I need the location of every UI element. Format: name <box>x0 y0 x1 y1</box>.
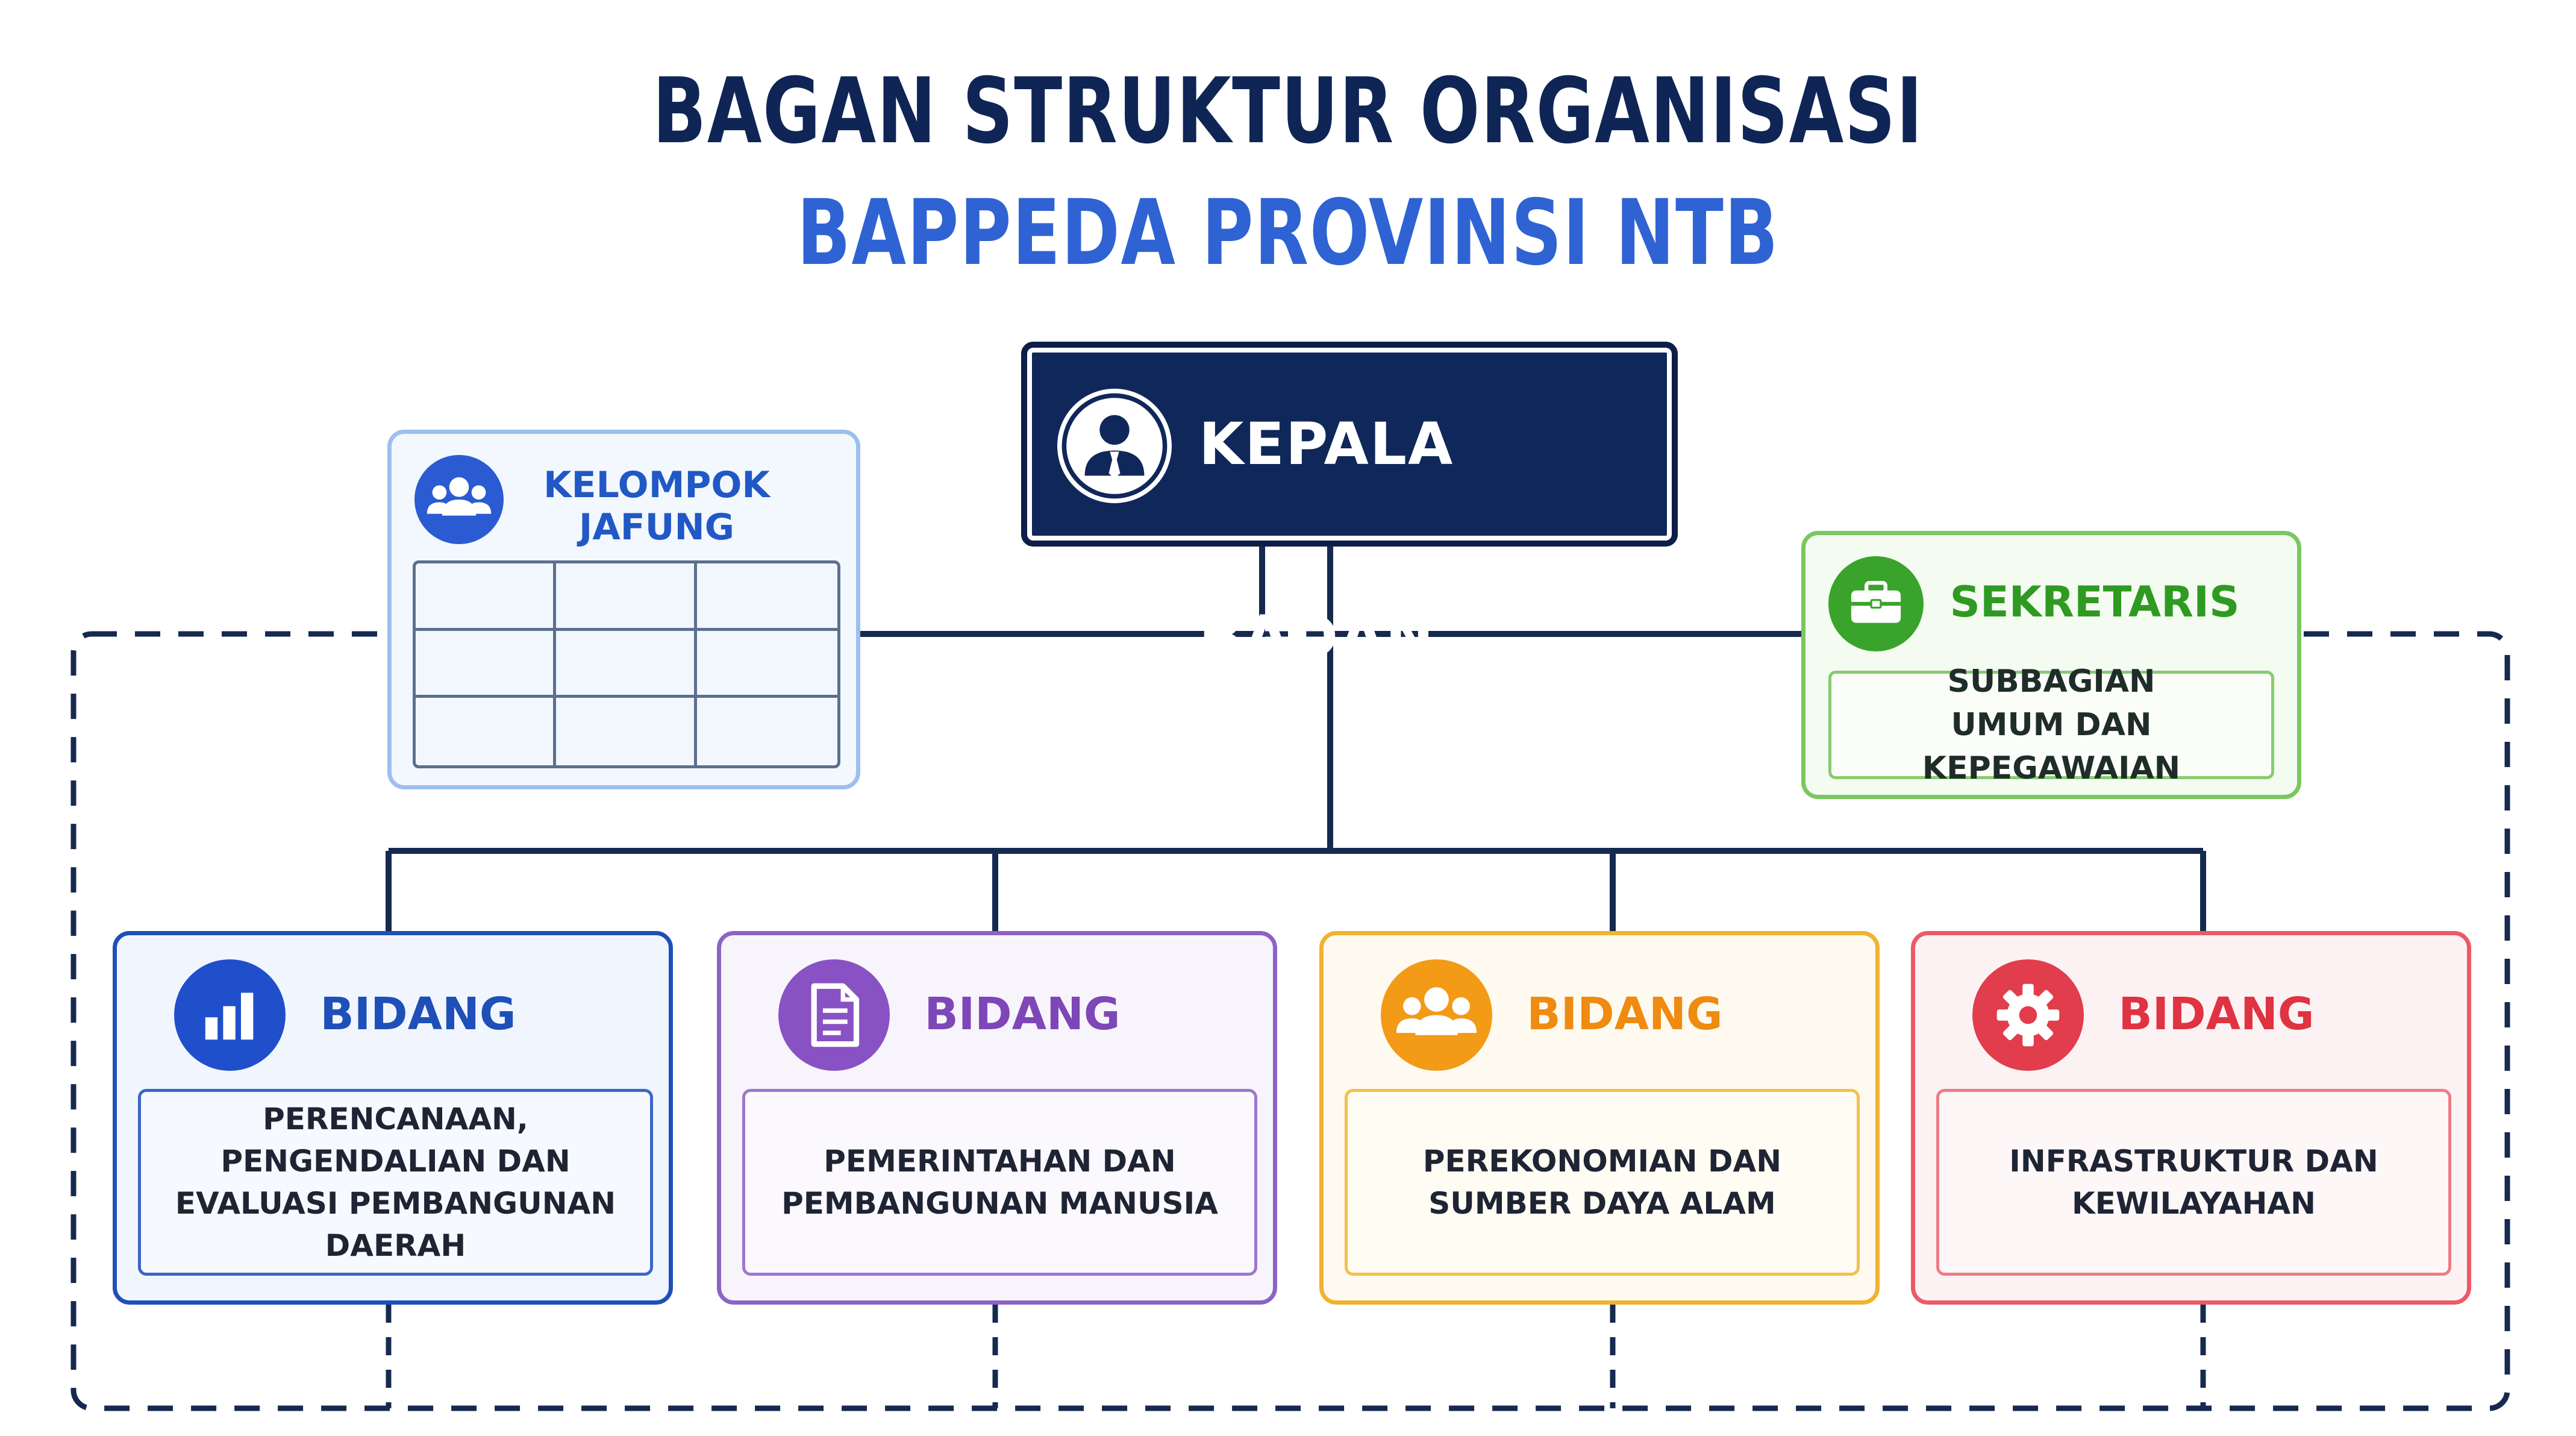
bidang-infrastruktur-box: BIDANG INFRASTRUKTUR DAN KEWILAYAHAN <box>1911 931 2471 1305</box>
jafung-label: KELOMPOK JAFUNG <box>530 464 783 548</box>
document-icon <box>778 959 890 1071</box>
subbagian-line2: UMUM DAN KEPEGAWAIAN <box>1922 707 2181 786</box>
bidang-desc-line: PEMERINTAHAN DAN <box>824 1144 1176 1179</box>
person-icon <box>1057 389 1172 503</box>
grid-cell <box>556 563 697 631</box>
bidang-desc-line: EVALUASI PEMBANGUNAN DAERAH <box>175 1186 616 1263</box>
kelompok-jafung-box: KELOMPOK JAFUNG <box>387 430 860 789</box>
dashed-frame <box>70 631 2510 1411</box>
grid-cell <box>556 698 697 765</box>
grid-cell <box>416 630 557 698</box>
bar-chart-icon <box>174 959 286 1071</box>
page-subtitle: BAPPEDA PROVINSI NTB <box>796 181 1780 286</box>
sekretaris-label: SEKRETARIS <box>1949 577 2240 627</box>
grid-cell <box>556 630 697 698</box>
grid-cell <box>416 563 557 631</box>
connector-jafung <box>860 547 1265 637</box>
bidang-desc-line: PEMBANGUNAN MANUSIA <box>781 1186 1218 1221</box>
bidang-perekonomian-box: BIDANG PEREKONOMIAN DAN SUMBER DAYA ALAM <box>1319 931 1880 1305</box>
gear-icon <box>1972 959 2084 1071</box>
bidang-description: PERENCANAAN, PENGENDALIAN DAN EVALUASI P… <box>138 1089 653 1276</box>
bidang-desc-line: PENGENDALIAN DAN <box>220 1144 571 1179</box>
bidang-perencanaan-box: BIDANG PERENCANAAN, PENGENDALIAN DAN EVA… <box>113 931 673 1305</box>
sekretaris-box: SEKRETARIS SUBBAGIAN UMUM DAN KEPEGAWAIA… <box>1801 531 2301 799</box>
briefcase-icon <box>1828 556 1924 651</box>
bidang-label: BIDANG <box>2118 988 2315 1040</box>
bidang-label: BIDANG <box>320 988 516 1040</box>
bidang-label: BIDANG <box>924 988 1121 1040</box>
group-icon <box>414 455 504 544</box>
bidang-desc-line: INFRASTRUKTUR DAN <box>2009 1144 2378 1179</box>
jafung-label-line2: JAFUNG <box>579 506 734 548</box>
grid-cell <box>696 631 837 698</box>
grid-cell <box>416 698 557 765</box>
bidang-description: PEREKONOMIAN DAN SUMBER DAYA ALAM <box>1345 1089 1860 1276</box>
bidang-description: INFRASTRUKTUR DAN KEWILAYAHAN <box>1936 1089 2451 1276</box>
grid-cell <box>697 698 837 765</box>
bidang-pemerintahan-box: BIDANG PEMERINTAHAN DAN PEMBANGUNAN MANU… <box>717 931 1277 1305</box>
jafung-grid <box>413 560 840 768</box>
bidang-desc-line: KEWILAYAHAN <box>2072 1186 2316 1221</box>
bidang-desc-line: PERENCANAAN, <box>263 1102 528 1137</box>
bidang-desc-line: SUMBER DAYA ALAM <box>1428 1186 1776 1221</box>
group-icon <box>1381 959 1492 1071</box>
kepala-badan-box: KEPALA BADAN <box>1021 342 1678 671</box>
bidang-label: BIDANG <box>1527 988 1723 1040</box>
bidang-description: PEMERINTAHAN DAN PEMBANGUNAN MANUSIA <box>742 1089 1257 1276</box>
page-title: BAGAN STRUKTUR ORGANISASI <box>652 59 1924 164</box>
bidang-desc-line: PEREKONOMIAN DAN <box>1422 1144 1782 1179</box>
jafung-label-line1: KELOMPOK <box>543 464 770 506</box>
subbagian-line1: SUBBAGIAN <box>1947 663 2156 700</box>
subbagian-box: SUBBAGIAN UMUM DAN KEPEGAWAIAN <box>1828 663 2274 786</box>
kepala-badan-label: KEPALA BADAN <box>1199 410 1454 671</box>
grid-cell <box>696 563 837 631</box>
